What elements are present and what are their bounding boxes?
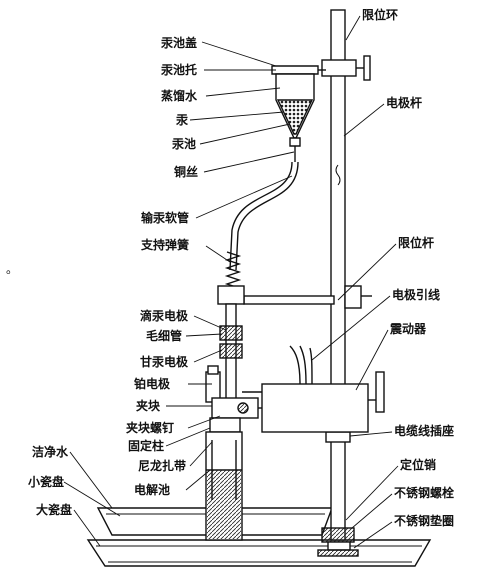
label-small-dish: 小瓷盘 [28,475,65,489]
label-vibrator: 震动器 [390,322,427,336]
label-hg-cup-holder: 汞池托 [161,63,198,77]
label-ss-washer: 不锈钢垫圈 [394,514,455,528]
label-electrode-rod: 电极杆 [386,96,423,110]
label-calomel-electrode: 甘汞电极 [140,355,189,369]
large-dish [86,539,432,567]
label-cable-socket: 电缆线插座 [394,424,455,438]
label-cell: 电解池 [134,483,171,497]
cable-socket-shape [325,431,351,443]
label-locating-pin: 定位销 [400,458,437,472]
electrode-leads [289,345,313,385]
label-electrode-lead: 电极引线 [392,288,441,302]
label-dropping-electrode: 滴汞电极 [140,309,189,323]
label-pt-electrode: 铂电极 [134,377,171,391]
label-nylon-band: 尼龙扎带 [138,459,187,473]
support-spring [224,251,242,289]
label-distilled-water: 蒸馏水 [161,89,198,103]
label-mercury: 汞 [176,113,189,127]
label-large-dish: 大瓷盘 [36,503,73,517]
electrode-rod [330,9,346,541]
label-hg-hose: 输汞软管 [141,211,190,225]
base-bolt [317,527,359,557]
limit-ring [321,55,371,81]
label-limit-ring: 限位环 [362,8,399,22]
label-ss-bolt: 不锈钢螺栓 [394,486,455,500]
hg-hose [229,161,293,271]
label-capillary: 毛细管 [146,329,183,343]
label-clean-water: 洁净水 [32,445,69,459]
vibrator [242,371,385,433]
clamp-block [209,397,262,433]
leader-lines [63,15,399,549]
electrolysis-cell [205,431,243,541]
label-hg-cup: 汞池 [172,137,197,151]
side-mark: 。 [6,262,19,276]
label-hg-cup-cover: 汞池盖 [161,36,198,50]
label-copper-wire: 铜丝 [174,165,199,179]
label-limit-rod: 限位杆 [398,236,435,250]
label-support-spring: 支持弹簧 [141,238,190,252]
label-clamp-block: 夹块 [136,399,161,413]
hg-hose-outer [235,161,299,271]
hg-cup [271,65,319,147]
label-clamp-screw: 夹块螺钉 [126,421,175,435]
label-fixed-post: 固定柱 [128,439,165,453]
